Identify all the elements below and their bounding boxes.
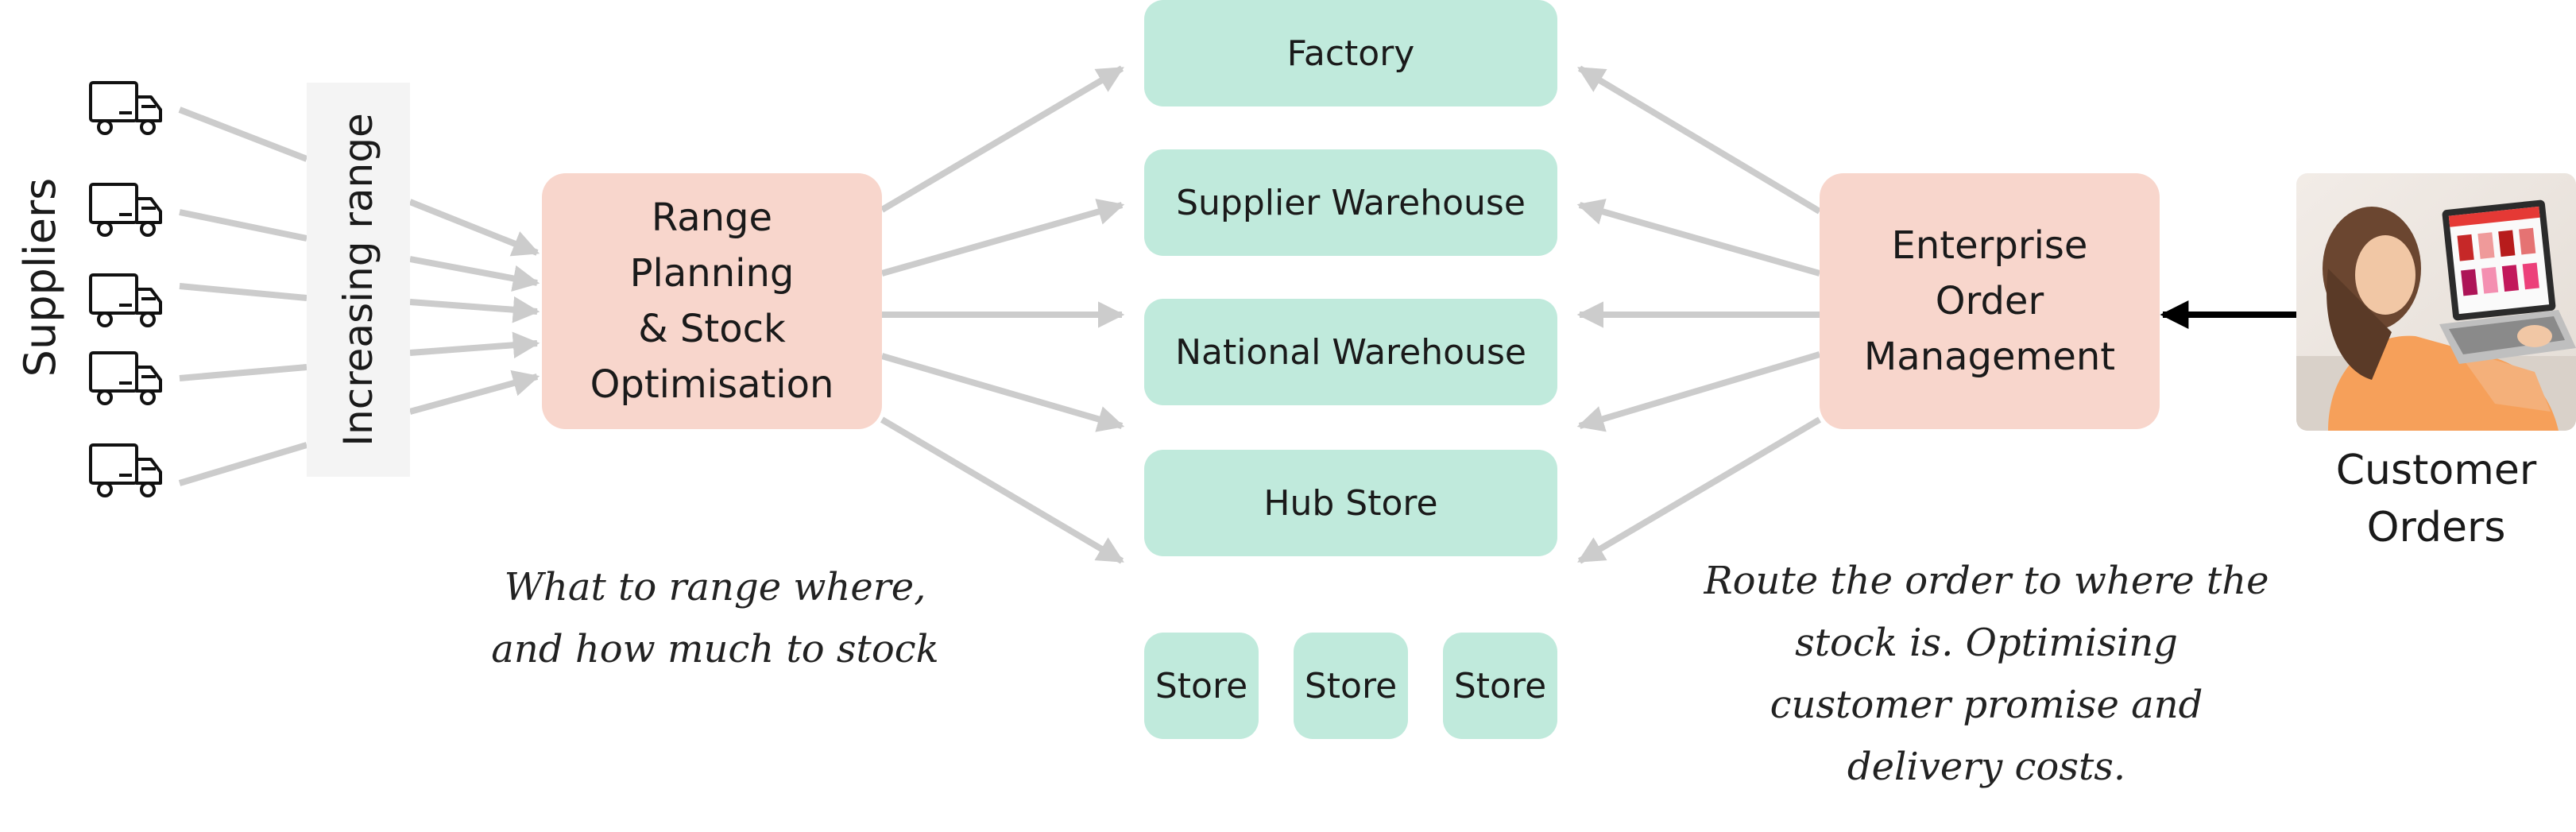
supplier-line-5 [178, 442, 308, 486]
eom-note: Route the order to where the stock is. O… [1704, 559, 2269, 789]
supplier-line-1 [178, 106, 308, 162]
truck-icon [89, 351, 162, 405]
eom-to-supplier-warehouse [1576, 199, 1821, 277]
store-node: Store [1294, 633, 1408, 739]
supplier-warehouse-node: Supplier Warehouse [1144, 149, 1557, 256]
range-arrow-1 [408, 199, 540, 257]
customer-laptop-photo [2296, 173, 2576, 431]
supplier-line-4 [179, 364, 307, 381]
planning-to-factory [880, 65, 1124, 213]
planning-to-hub-store-2 [880, 416, 1124, 564]
enterprise-order-management-box: Enterprise Order Management [1820, 173, 2160, 429]
store-node: Store [1443, 633, 1557, 739]
range-planning-box: Range Planning & Stock Optimisation [542, 173, 882, 429]
eom-to-hub-store-1 [1576, 351, 1821, 432]
truck-icon [89, 443, 162, 497]
factory-node: Factory [1144, 0, 1557, 106]
suppliers-label: Suppliers [14, 177, 65, 377]
range-arrow-5 [408, 370, 540, 415]
truck-icon [89, 81, 162, 135]
national-warehouse-node: National Warehouse [1144, 299, 1557, 405]
supplier-line-3 [179, 283, 307, 301]
eom-to-hub-store-2 [1577, 416, 1822, 564]
customer-orders-label: Customer Orders [2335, 447, 2537, 551]
supplier-line-2 [179, 209, 307, 242]
store-node: Store [1144, 633, 1259, 739]
planning-note: What to range where, and how much to sto… [491, 565, 939, 671]
increasing-range-label: Increasing range [335, 113, 381, 447]
increasing-range-band [307, 83, 410, 477]
hub-store-node: Hub Store [1144, 450, 1557, 556]
range-arrow-3 [409, 296, 540, 323]
eom-to-factory [1577, 65, 1822, 215]
truck-icon [89, 273, 162, 327]
planning-to-supplier-warehouse [880, 199, 1125, 277]
range-arrow-2 [409, 256, 540, 292]
truck-icon [89, 183, 162, 237]
planning-to-hub-store-1 [880, 353, 1125, 432]
range-arrow-4 [409, 331, 540, 359]
